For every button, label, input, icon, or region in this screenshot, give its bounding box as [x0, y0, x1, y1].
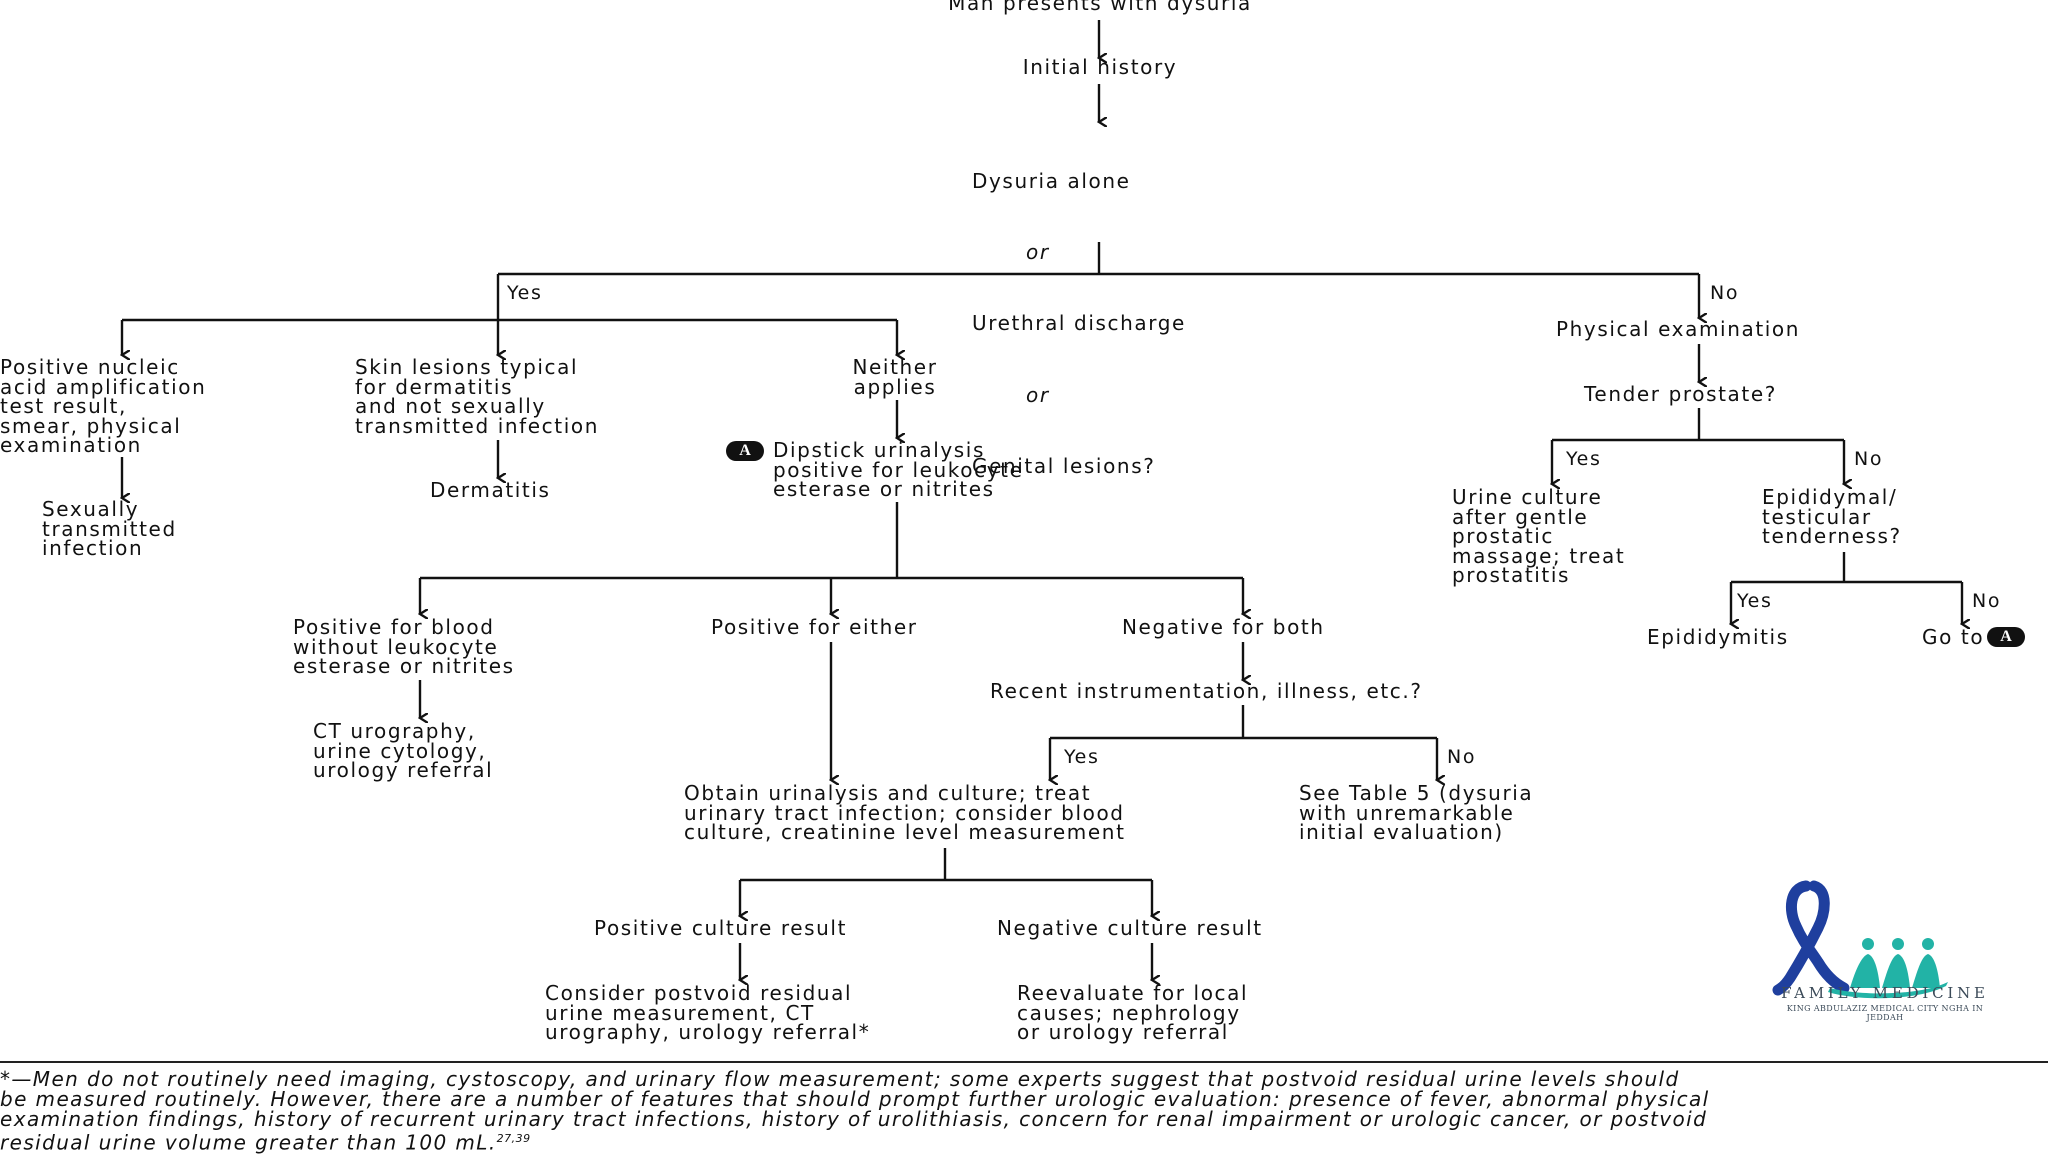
label-yes-recent: Yes [1064, 746, 1100, 768]
node-start: Man presents with dysuria [948, 0, 1252, 15]
node-naat-positive: Positive nucleic acid amplification test… [0, 355, 207, 457]
marker-a-bubble-goto: A [1987, 627, 2025, 647]
ribbon-icon [1772, 880, 1850, 996]
node-tender-prostate: Tender prostate? [1584, 382, 1777, 406]
node-negative-both: Negative for both [1122, 615, 1325, 639]
node-dipstick: Dipstick urinalysis positive for leukocy… [773, 438, 1024, 501]
node-recent-instrumentation: Recent instrumentation, illness, etc.? [990, 679, 1423, 703]
label-no-epi: No [1972, 590, 2002, 612]
node-consider-postvoid: Consider postvoid residual urine measure… [545, 981, 871, 1044]
label-no-prostate: No [1854, 448, 1884, 470]
node-skin-lesions: Skin lesions typical for dermatitis and … [355, 355, 599, 438]
figures-icon [1828, 938, 1948, 999]
node-negative-culture: Negative culture result [997, 916, 1263, 940]
family-medicine-logo [1772, 880, 1948, 999]
node-sti: Sexually transmitted infection [42, 497, 177, 560]
dysuria-line-1: Dysuria alone [972, 168, 1131, 193]
node-positive-culture: Positive culture result [594, 916, 848, 940]
node-positive-either: Positive for either [711, 615, 918, 639]
dysuria-or-1: or [1026, 239, 1050, 264]
node-physical-exam: Physical examination [1556, 317, 1801, 341]
label-yes-prostate: Yes [1566, 448, 1602, 470]
node-obtain-urinalysis: Obtain urinalysis and culture; treat uri… [684, 781, 1126, 844]
node-see-table5: See Table 5 (dysuria with unremarkable i… [1299, 781, 1534, 844]
logo-subtitle: KING ABDULAZIZ MEDICAL CITY NGHA IN JEDD… [1786, 1004, 1984, 1022]
footnote: *—Men do not routinely need imaging, cys… [0, 1067, 2044, 1155]
node-urine-culture-prostatitis: Urine culture after gentle prostatic mas… [1452, 485, 1626, 587]
node-go-to: Go to [1922, 625, 1985, 649]
node-epididymal: Epididymal/ testicular tenderness? [1762, 485, 1902, 548]
node-ct-urography: CT urography, urine cytology, urology re… [313, 719, 494, 782]
node-epididymitis: Epididymitis [1647, 625, 1789, 649]
node-dysuria-question: Dysuria alone or Urethral discharge or G… [960, 122, 1260, 527]
label-no-main: No [1710, 282, 1740, 304]
dysuria-line-3: Genital lesions? [972, 454, 1156, 479]
footnote-text: *—Men do not routinely need imaging, cys… [0, 1067, 1710, 1155]
node-reevaluate: Reevaluate for local causes; nephrology … [1017, 981, 1249, 1044]
footnote-divider [0, 1061, 2048, 1063]
dysuria-or-2: or [1026, 382, 1050, 407]
label-no-recent: No [1447, 746, 1477, 768]
logo-title: FAMILY MEDICINE [1781, 984, 1989, 1002]
node-positive-blood: Positive for blood without leukocyte est… [293, 615, 515, 678]
node-initial-history: Initial history [1022, 55, 1178, 79]
footnote-refs: 27,39 [496, 1132, 531, 1146]
marker-a-bubble: A [726, 441, 764, 461]
node-neither: Neither applies [852, 355, 938, 399]
label-yes-epi: Yes [1737, 590, 1773, 612]
label-yes-main: Yes [507, 282, 543, 304]
node-dermatitis: Dermatitis [430, 478, 551, 502]
dysuria-line-2: Urethral discharge [972, 311, 1186, 336]
